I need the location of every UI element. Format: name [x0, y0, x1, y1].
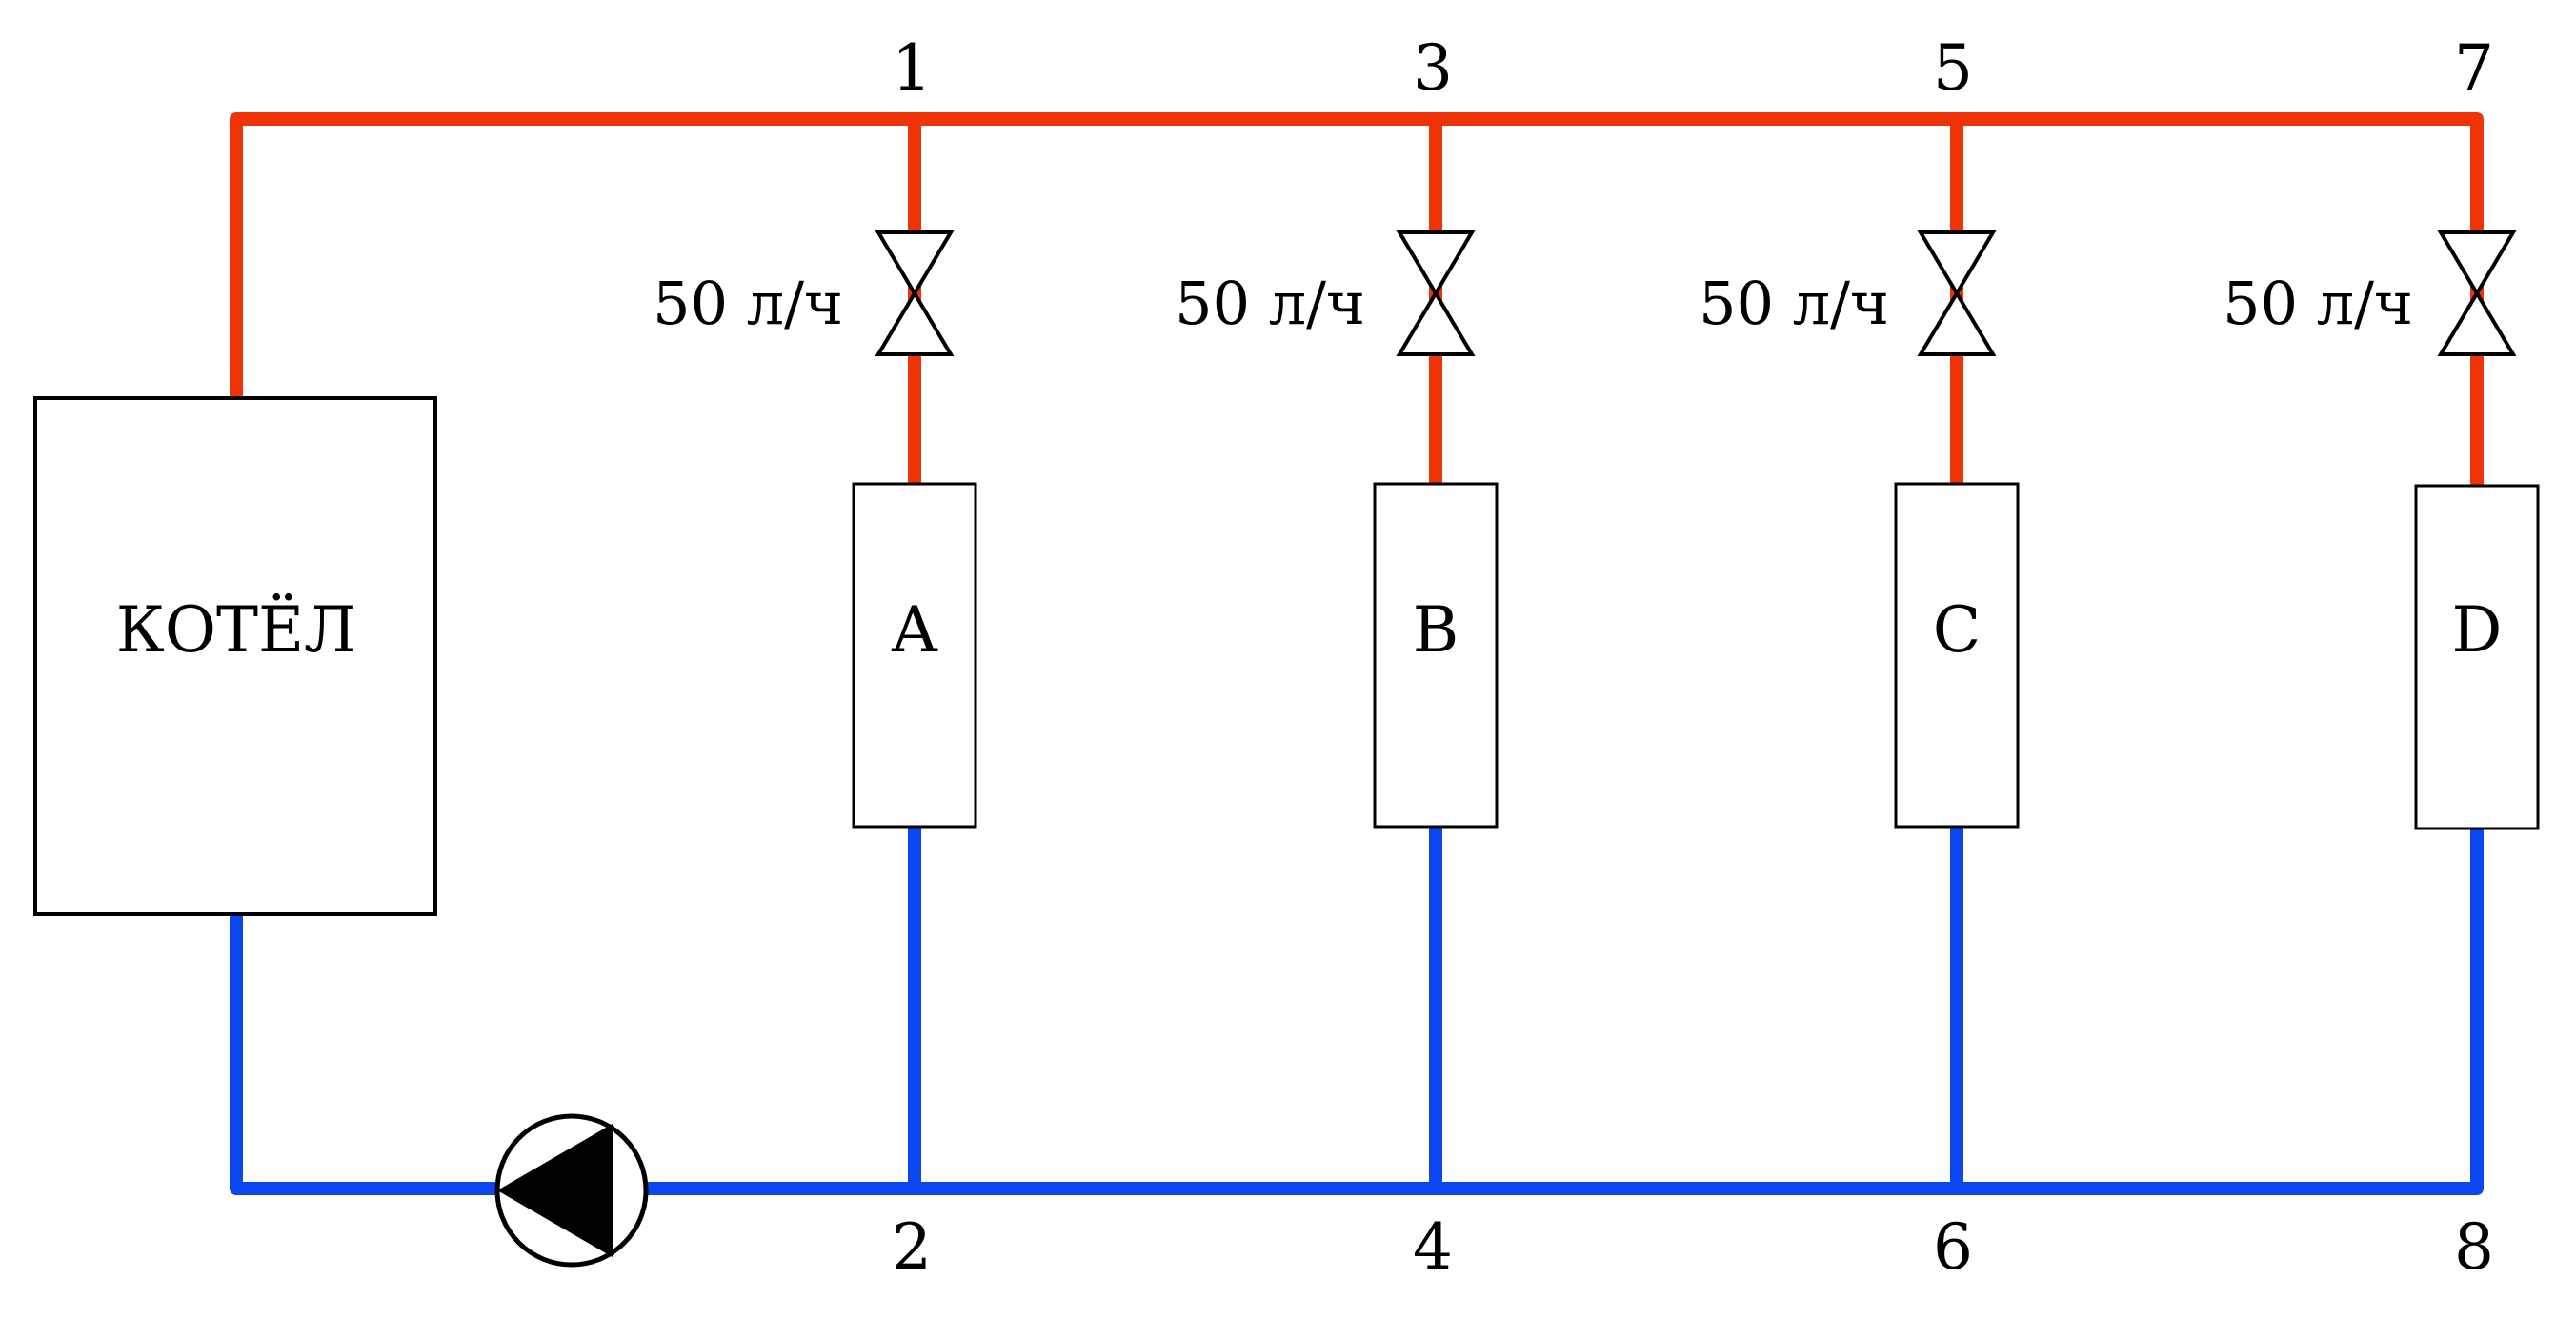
valve-a [875, 230, 955, 356]
flow-label-c: 50 л/ч [1699, 269, 1889, 338]
valve-c [1917, 230, 1997, 356]
node-2: 2 [892, 1210, 932, 1284]
node-4: 4 [1413, 1210, 1453, 1284]
radiator-c-label: C [1933, 593, 1982, 667]
radiator-d-box [2414, 484, 2540, 830]
node-3: 3 [1413, 31, 1453, 105]
node-7: 7 [2454, 31, 2494, 105]
node-5: 5 [1933, 31, 1973, 105]
radiator-a-label: A [891, 593, 938, 667]
radiator-b-box [1373, 482, 1499, 829]
return-main-pipe [230, 820, 2484, 1195]
node-8: 8 [2454, 1210, 2494, 1284]
balancing-valve-icon [875, 230, 2517, 356]
return-pipes [230, 820, 2484, 1195]
radiator-c: C [1894, 482, 2020, 829]
radiator-a-box [852, 482, 977, 829]
radiator-d: D [2414, 484, 2540, 830]
radiator-d-label: D [2452, 593, 2503, 667]
flow-label-d: 50 л/ч [2223, 269, 2413, 338]
flow-label-b: 50 л/ч [1175, 269, 1365, 338]
node-6: 6 [1933, 1210, 1973, 1284]
valve-d [2437, 230, 2517, 356]
boiler-box [33, 396, 437, 916]
radiator-a: A [852, 482, 977, 829]
node-1: 1 [892, 31, 932, 105]
radiator-b: B [1373, 482, 1499, 829]
valve-b [1396, 230, 1476, 356]
radiator-b-label: B [1413, 593, 1459, 667]
boiler: КОТЁЛ [33, 396, 437, 916]
boiler-label: КОТЁЛ [116, 593, 356, 667]
flow-label-a: 50 л/ч [653, 269, 843, 338]
circulation-pump-icon [494, 1113, 649, 1268]
radiator-c-box [1894, 482, 2020, 829]
